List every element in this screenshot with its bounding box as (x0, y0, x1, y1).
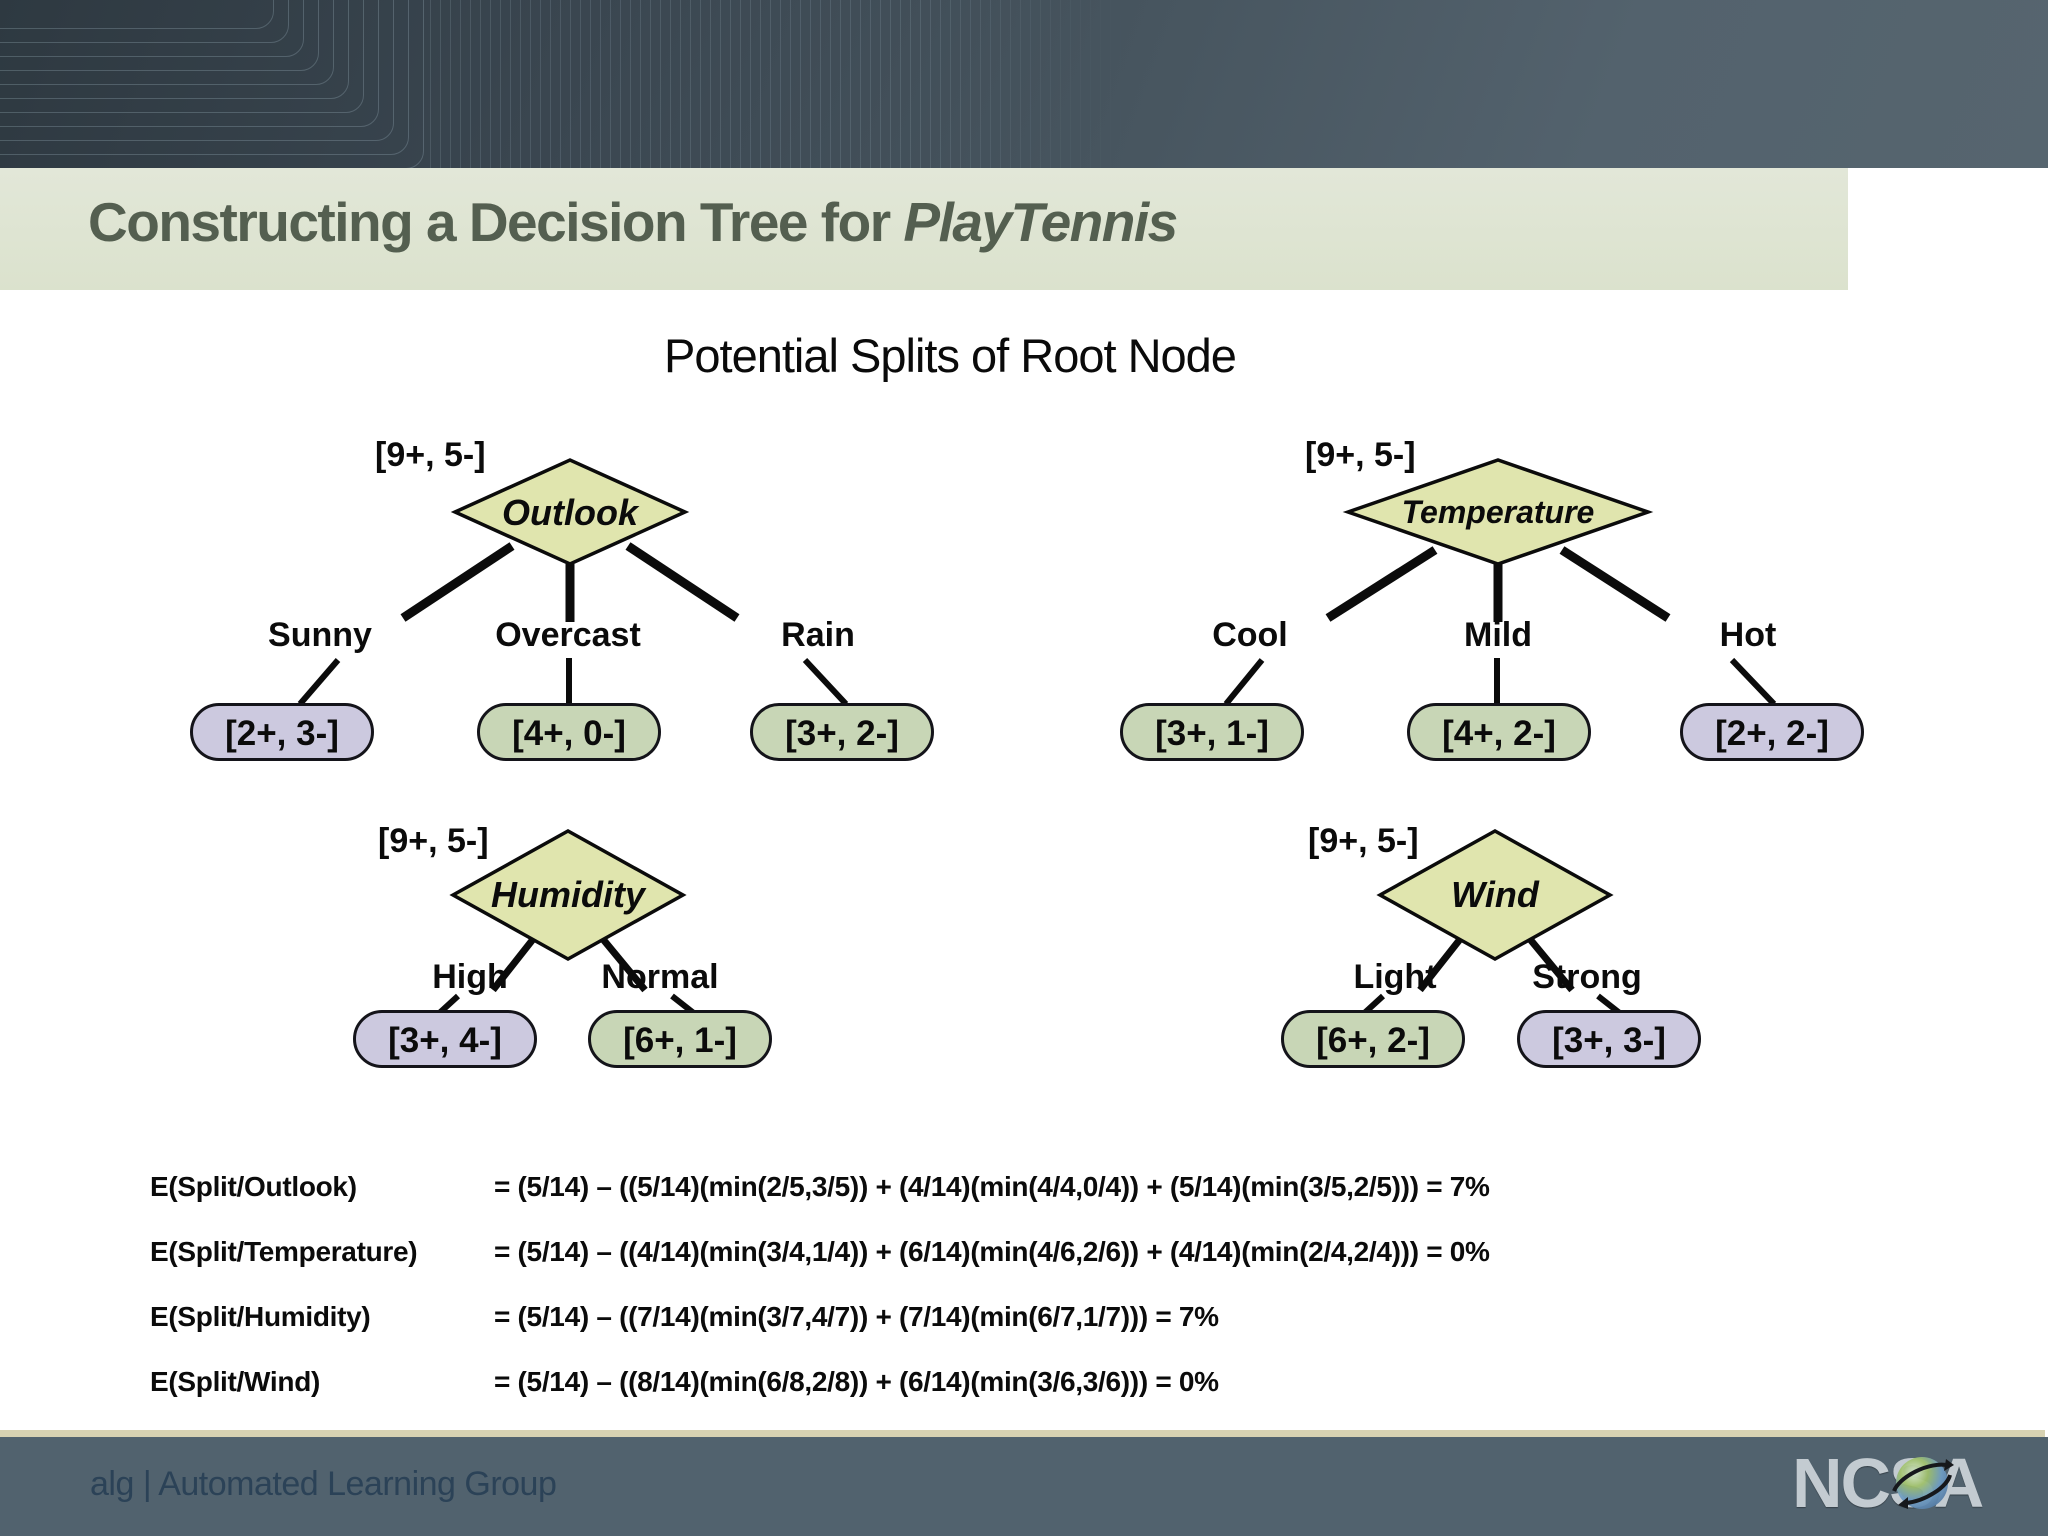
header-corner-pattern (0, 0, 304, 57)
split-attribute-label: Outlook (502, 492, 638, 533)
leaf-node: [6+, 2-] (1281, 1010, 1465, 1068)
slide-title: Constructing a Decision Tree for PlayTen… (88, 191, 1178, 253)
split-attribute-label: Wind (1451, 874, 1539, 915)
branch-label: Overcast (495, 616, 641, 654)
decision-tree-temperature: [9+, 5-] Temperature Cool Mild Hot [3+, … (1090, 430, 1910, 770)
slide-title-emphasis: PlayTennis (903, 191, 1178, 253)
header-corner-pattern (0, 0, 394, 141)
branch-label: Cool (1212, 616, 1288, 654)
formula-expression: = (5/14) – ((5/14)(min(2/5,3/5)) + (4/14… (494, 1170, 1490, 1202)
leaf-node: [3+, 1-] (1120, 703, 1304, 761)
header-corner-pattern (0, 0, 424, 168)
tree-connectors (1223, 458, 1777, 707)
title-bar: Constructing a Decision Tree for PlayTen… (0, 168, 1848, 290)
node-count-label: [9+, 5-] (375, 436, 486, 474)
header-corner-pattern (0, 0, 364, 113)
decision-tree-wind: [9+, 5-] Wind Light Strong [6+, 2-] [3+,… (1090, 810, 1910, 1150)
footer-text: alg | Automated Learning Group (90, 1465, 557, 1503)
header-corner-pattern (0, 0, 349, 99)
content-heading: Potential Splits of Root Node (664, 329, 1237, 382)
header-corner-pattern (0, 0, 379, 127)
branch-label: Light (1353, 958, 1437, 996)
leaf-node: [3+, 3-] (1517, 1010, 1701, 1068)
decision-tree-outlook: [9+, 5-] Outlook Sunny Overcast Rain [2+… (160, 430, 980, 770)
footer-divider (0, 1430, 2045, 1437)
header-corner-pattern (0, 0, 274, 29)
decision-tree-humidity: [9+, 5-] Humidity High Normal [3+, 4-] [… (160, 810, 980, 1150)
split-attribute-label: Temperature (1401, 494, 1595, 530)
formula-expression: = (5/14) – ((7/14)(min(3/7,4/7)) + (7/14… (494, 1300, 1219, 1332)
node-count-label: [9+, 5-] (378, 822, 489, 860)
leaf-node: [6+, 1-] (588, 1010, 772, 1068)
formula-expression: = (5/14) – ((4/14)(min(3/4,1/4)) + (6/14… (494, 1235, 1490, 1267)
split-attribute-label: Humidity (490, 874, 645, 915)
header-corner-pattern (0, 0, 334, 85)
branch-label: Strong (1532, 958, 1642, 996)
formula-label: E(Split/Humidity) (150, 1300, 371, 1332)
ncsa-logo-text: NCSA (1792, 1444, 1984, 1522)
formula-row: E(Split/Humidity) = (5/14) – ((7/14)(min… (150, 1284, 1490, 1349)
branch-label: Rain (781, 616, 855, 654)
formula-expression: = (5/14) – ((8/14)(min(6/8,2/8)) + (6/14… (494, 1365, 1219, 1397)
node-count-label: [9+, 5-] (1305, 436, 1416, 474)
header-corner-pattern (0, 0, 409, 155)
leaf-node: [3+, 2-] (750, 703, 934, 761)
leaf-node: [2+, 2-] (1680, 703, 1864, 761)
formula-label: E(Split/Wind) (150, 1365, 321, 1397)
branch-label: Normal (601, 958, 719, 996)
orbit-arrows-icon (1892, 1459, 1954, 1509)
tree-connectors (431, 828, 702, 1021)
branch-label: Mild (1464, 616, 1532, 654)
formula-label: E(Split/Outlook) (150, 1170, 357, 1202)
header-corner-pattern (0, 0, 319, 71)
tree-connectors (297, 458, 849, 707)
entropy-formulas: E(Split/Outlook) = (5/14) – ((5/14)(min(… (150, 1154, 1490, 1414)
header-corner-pattern (0, 0, 289, 43)
formula-label: E(Split/Temperature) (150, 1235, 418, 1267)
branch-label: Sunny (268, 616, 372, 654)
ncsa-logo: NCSA (1792, 1443, 2022, 1531)
formula-row: E(Split/Outlook) = (5/14) – ((5/14)(min(… (150, 1154, 1490, 1219)
leaf-node: [2+, 3-] (190, 703, 374, 761)
leaf-node: [4+, 2-] (1407, 703, 1591, 761)
formula-row: E(Split/Temperature) = (5/14) – ((4/14)(… (150, 1219, 1490, 1284)
branch-label: Hot (1719, 616, 1777, 654)
leaf-node: [4+, 0-] (477, 703, 661, 761)
header-vertical-lines (430, 0, 1130, 168)
branch-label: High (432, 958, 508, 996)
header-band (0, 0, 2048, 168)
leaf-node: [3+, 4-] (353, 1010, 537, 1068)
node-count-label: [9+, 5-] (1308, 822, 1419, 860)
formula-row: E(Split/Wind) = (5/14) – ((8/14)(min(6/8… (150, 1349, 1490, 1414)
footer-band: alg | Automated Learning Group NCSA (0, 1437, 2048, 1536)
